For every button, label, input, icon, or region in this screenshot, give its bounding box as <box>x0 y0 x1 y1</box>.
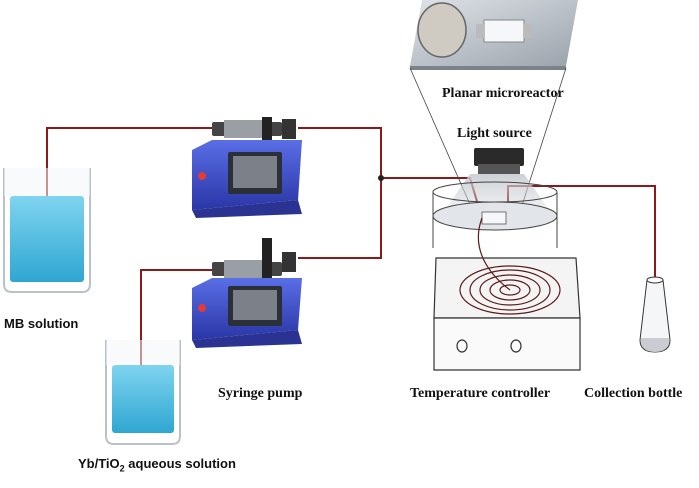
yb-tio2-label-prefix: Yb/TiO <box>78 456 120 471</box>
planar-microreactor <box>410 0 578 70</box>
tube-pump2-out <box>298 178 382 259</box>
yb-tio2-label-subscript: 2 <box>119 463 125 474</box>
temperature-controller-label: Temperature controller <box>410 386 551 401</box>
heater-coil <box>459 217 561 315</box>
yb-tio2-label-suffix: aqueous solution <box>124 456 236 471</box>
yb-tio2-label: Yb/TiO2 aqueous solution <box>78 456 236 474</box>
planar-microreactor-label: Planar microreactor <box>442 86 564 101</box>
tee-junction <box>378 175 384 181</box>
collection-bottle <box>639 276 671 353</box>
syringe-pump-2 <box>192 238 302 348</box>
mb-solution-label: MB solution <box>4 316 79 331</box>
mb-beaker <box>3 168 91 293</box>
collection-bottle-label: Collection bottle <box>584 386 683 401</box>
syringe-pump-label: Syringe pump <box>218 386 303 401</box>
syringe-pump-1 <box>192 117 302 218</box>
light-source-label: Light source <box>457 126 532 141</box>
tube-pump1-out <box>298 127 382 178</box>
temperature-controller <box>432 181 581 371</box>
yb-tio2-beaker <box>105 340 181 445</box>
